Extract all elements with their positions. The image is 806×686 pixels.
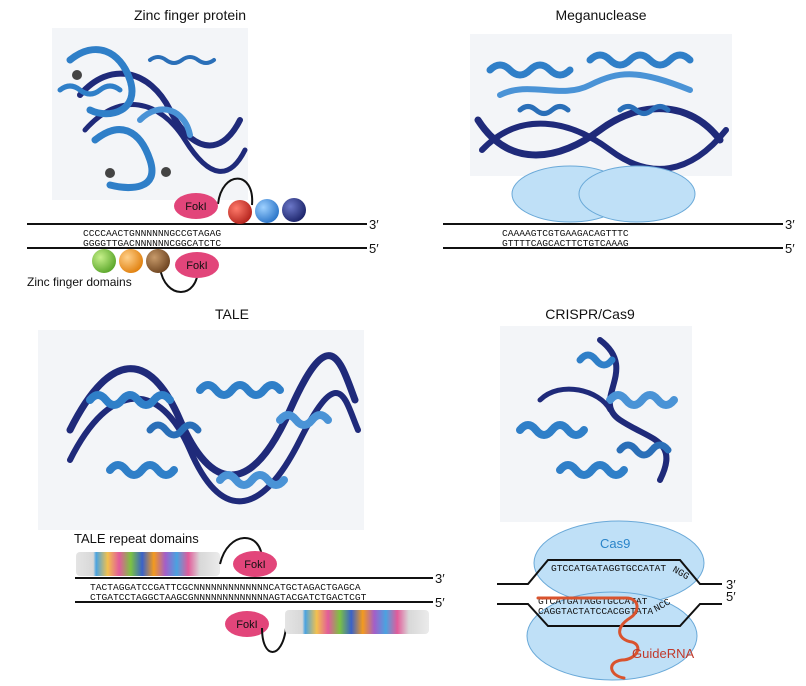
tale-fokl-top <box>233 551 277 577</box>
zfp-finger-red <box>228 200 252 224</box>
zfp-finger-green <box>92 249 116 273</box>
cas9-label: Cas9 <box>600 536 630 551</box>
meganuclease-structure-icon <box>470 34 732 176</box>
tale-end-bottom: 5′ <box>435 595 445 610</box>
zfp-linker-top <box>217 177 254 206</box>
meganuclease-end-bottom: 5′ <box>785 241 795 256</box>
zfp-structure-icon <box>52 28 248 200</box>
tale-fokl-bottom <box>225 611 269 637</box>
zfp-title: Zinc finger protein <box>133 7 247 23</box>
zfp-finger-navy <box>282 198 306 222</box>
tale-seq-bottom: CTGATCCTAGGCTAAGCGNNNNNNNNNNNNNAGTACGATC… <box>90 592 367 603</box>
zfp-end-top: 3′ <box>369 217 379 232</box>
zfp-finger-blue <box>255 199 279 223</box>
guide-rna-strand <box>536 596 640 680</box>
crispr-title: CRISPR/Cas9 <box>545 306 635 322</box>
crispr-end-top: 3′ <box>726 577 736 592</box>
crispr-dna-bottom-strand <box>497 603 722 627</box>
tale-fokl-top-label: FokI <box>244 559 265 571</box>
tale-structure-icon <box>38 330 364 530</box>
crispr-seq-top: GTCCATGATAGGTGCCATAT <box>551 563 666 574</box>
meganuclease-seq-top: CAAAAGTCGTGAAGACAGTTTC <box>502 228 629 239</box>
meganuclease-title: Meganuclease <box>555 7 647 23</box>
zfp-finger-orange <box>119 249 143 273</box>
crispr-dna-top-strand <box>497 559 722 585</box>
tale-title: TALE <box>215 306 249 322</box>
tale-repeat-label: TALE repeat domains <box>74 531 199 546</box>
zfp-domains-label: Zinc finger domains <box>27 275 132 289</box>
crispr-end-bottom: 5′ <box>726 589 736 604</box>
meganuclease-seq-bottom: GTTTTCAGCACTTCTGTCAAAG <box>502 238 629 249</box>
cas9-lobe-bottom <box>526 591 698 681</box>
zfp-fokl-bottom <box>175 252 219 278</box>
zfp-fokl-top-label: FokI <box>185 201 206 213</box>
zfp-fokl-bottom-label: FokI <box>186 260 207 272</box>
tale-seq-top: TACTAGGATCCGATTCGCNNNNNNNNNNNNNCATGCTAGA… <box>90 582 361 593</box>
crispr-rna-seq: GTCATGATAGGTGCCATAT <box>538 596 648 607</box>
zfp-seq-top: CCCCAACTGNNNNNNGCCGTAGAG <box>83 228 221 239</box>
zfp-seq-bottom: GGGGTTGACNNNNNNCGGCATCTC <box>83 238 221 249</box>
guide-rna-label: GuideRNA <box>632 646 694 661</box>
tale-repeat-bottom <box>285 610 429 634</box>
tale-fokl-bottom-label: FokI <box>236 619 257 631</box>
zfp-finger-brown <box>146 249 170 273</box>
tale-linker-bottom <box>261 627 287 653</box>
crispr-seq-bottom: CAGGTACTATCCACGGTATA <box>538 606 653 617</box>
tale-repeat-top <box>76 552 220 576</box>
zfp-fokl-top <box>174 193 218 219</box>
meganuclease-domain-right <box>578 165 696 223</box>
tale-end-top: 3′ <box>435 571 445 586</box>
zfp-end-bottom: 5′ <box>369 241 379 256</box>
cas9-structure-icon <box>500 326 692 522</box>
meganuclease-end-top: 3′ <box>785 217 795 232</box>
